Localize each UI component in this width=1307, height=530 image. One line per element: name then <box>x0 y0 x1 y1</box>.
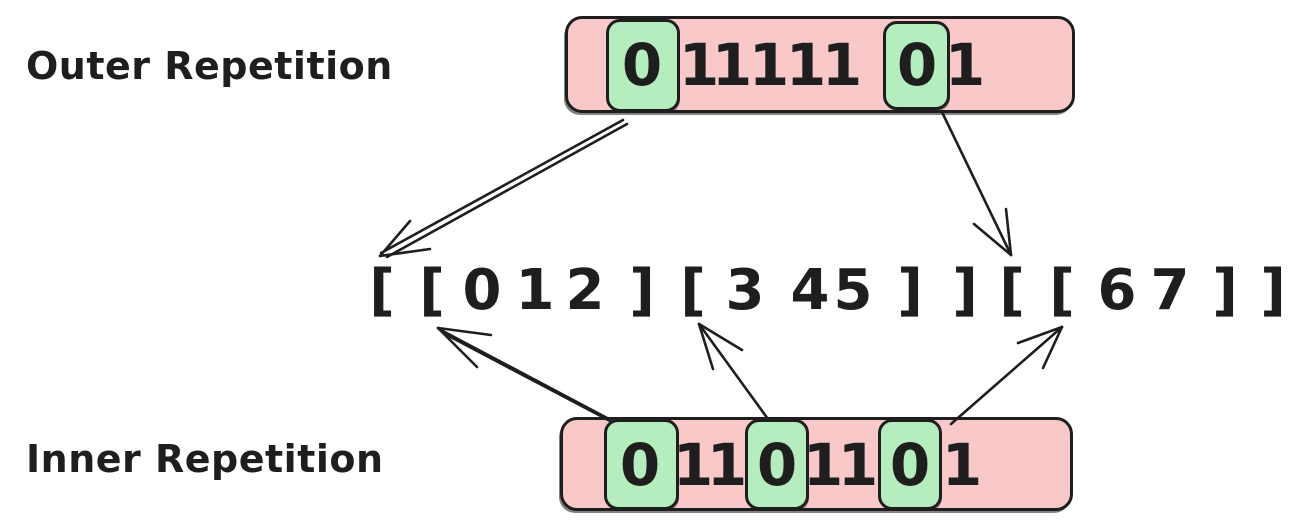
inner-bit-0: 0 <box>619 430 661 499</box>
expression-token-12: [ <box>999 258 1025 323</box>
expression-token-2: 0 <box>462 258 502 323</box>
expression-token-0: [ <box>369 258 395 323</box>
arrow-outer-bit0-to-outer-list1 <box>378 118 629 259</box>
inner-bit-2: 1 <box>706 430 748 499</box>
expression-token-6: [ <box>680 258 706 323</box>
inner-bit-7: 1 <box>941 430 983 499</box>
inner-bit-3: 0 <box>756 430 798 499</box>
inner-bit-1: 1 <box>672 430 714 499</box>
inner-highlight-bit-3 <box>745 419 809 510</box>
expression-token-3: 1 <box>515 258 555 323</box>
expression-token-13: [ <box>1049 258 1075 323</box>
expression-token-1: [ <box>419 258 445 323</box>
outer-highlight-bit-6 <box>883 21 950 110</box>
expression-token-5: ] <box>629 258 655 323</box>
expression-token-14: 6 <box>1097 258 1137 323</box>
arrow-inner-bit0-to-inner-list1 <box>436 326 614 424</box>
outer-bit-0: 0 <box>621 30 663 99</box>
outer-bit-2: 1 <box>711 30 753 99</box>
inner-highlight-bit-0 <box>604 419 679 510</box>
outer-bit-6: 0 <box>896 30 938 99</box>
outer-bit-1: 1 <box>678 30 720 99</box>
expression-token-8: 4 <box>790 258 830 323</box>
outer-repetition-label: Outer Repetition <box>26 44 393 88</box>
outer-bit-7: 1 <box>944 30 986 99</box>
outer-bit-3: 1 <box>748 30 790 99</box>
inner-bit-6: 0 <box>889 430 931 499</box>
outer-bit-4: 1 <box>785 30 827 99</box>
expression-token-11: ] <box>952 258 978 323</box>
outer-highlight-bit-0 <box>606 19 680 112</box>
expression-token-10: ] <box>897 258 923 323</box>
inner-bit-5: 1 <box>837 430 879 499</box>
arrow-inner-bit3-to-inner-list2 <box>697 322 770 421</box>
inner-repetition-label: Inner Repetition <box>26 437 384 481</box>
expression-token-17: ] <box>1260 258 1286 323</box>
inner-highlight-bit-6 <box>878 419 942 510</box>
inner-bit-4: 1 <box>802 430 844 499</box>
arrow-inner-bit6-to-inner-list3 <box>949 325 1064 426</box>
expression-token-16: ] <box>1212 258 1238 323</box>
expression-token-15: 7 <box>1150 258 1190 323</box>
expression-token-9: 5 <box>833 258 873 323</box>
outer-bit-5: 1 <box>821 30 863 99</box>
expression-token-4: 2 <box>565 258 605 323</box>
expression-token-7: 3 <box>725 258 765 323</box>
arrow-outer-bit6-to-outer-list2 <box>940 110 1013 257</box>
